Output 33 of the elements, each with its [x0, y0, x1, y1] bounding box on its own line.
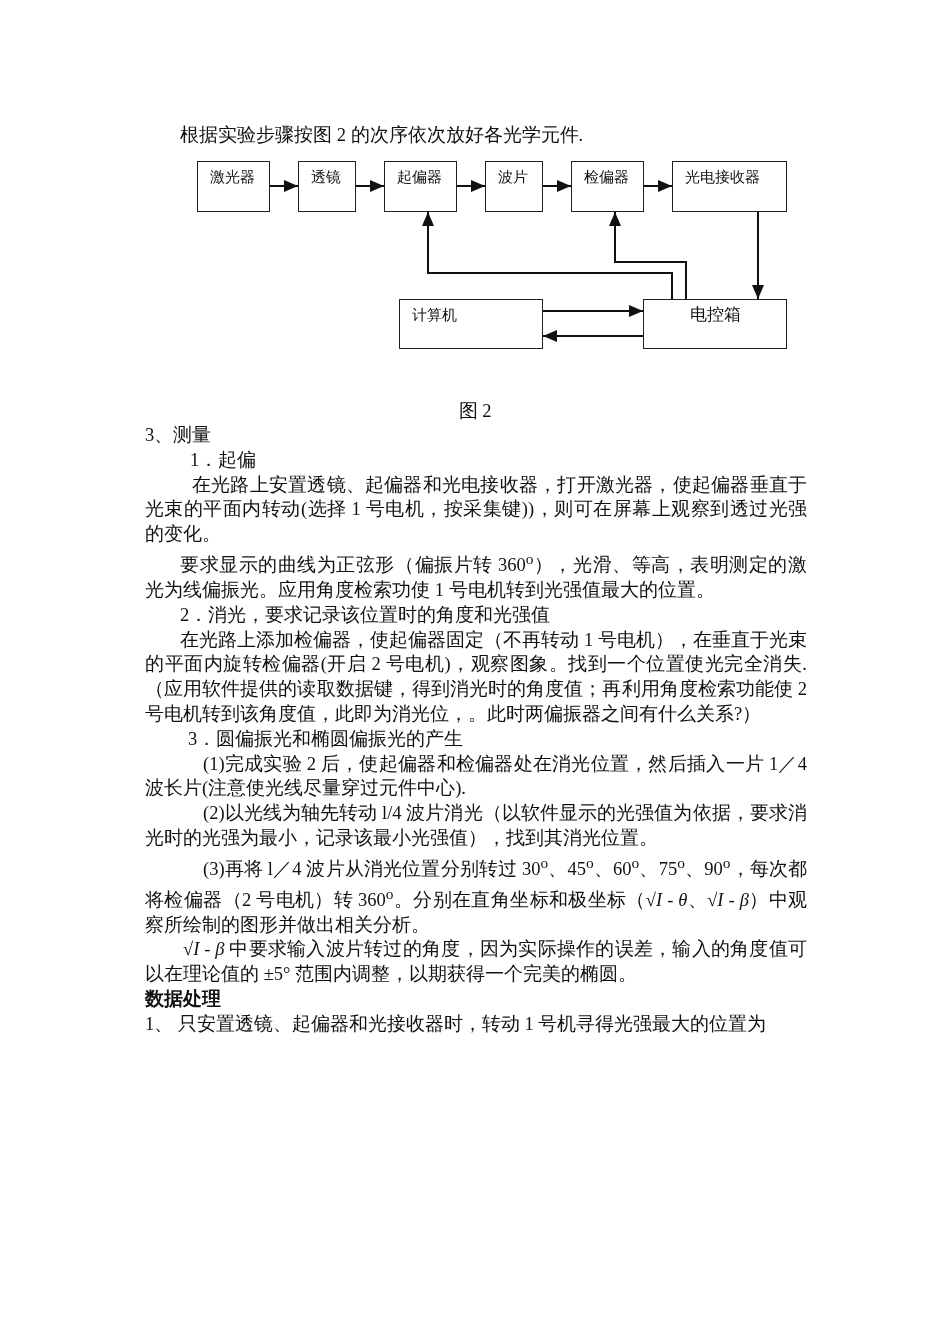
process-box: 起偏器: [384, 161, 457, 212]
arrow: [422, 211, 673, 300]
arrow: [456, 180, 486, 192]
paragraph: √I - β 中要求输入波片转过的角度，因为实际操作的误差，输入的角度值可以在理论值的 ±5° 范围内调整，以期获得一个完美的椭圆。: [145, 938, 807, 987]
process-box: 电控箱: [643, 299, 787, 349]
arrow: [355, 180, 385, 192]
process-box: 计算机: [399, 299, 543, 349]
process-box: 波片: [485, 161, 543, 212]
paragraph: 在光路上添加检偏器，使起偏器固定（不再转动 1 号电机），在垂直于光束的平面内旋转检偏器(开启 2 号电机)，观察图象。找到一个位置使光完全消失.（应用软件提供的读取数据键，得到消光时的角度值；再利用角度检索功能使 2 号电机转到该角度值，此即为消光位，。此时两偏振器之间有什么关系?）: [145, 628, 807, 726]
subsection-heading: 3．圆偏振光和椭圆偏振光的产生: [187, 727, 465, 751]
arrow: [542, 305, 644, 317]
intro-text: 根据实验步骤按图 2 的次序依次放好各光学元件.: [179, 124, 585, 147]
subsection-heading: 2．消光，要求记录该位置时的角度和光强值: [179, 603, 552, 627]
process-box: 光电接收器: [672, 161, 787, 212]
section-heading: 数据处理: [145, 988, 222, 1011]
subsection-heading: 1．起偏: [189, 448, 258, 472]
process-box: 透镜: [298, 161, 356, 212]
arrow: [752, 211, 764, 300]
arrow: [542, 330, 644, 342]
arrow: [542, 180, 572, 192]
arrow: [609, 211, 687, 300]
paragraph: (3)再将 l／4 波片从消光位置分别转过 30$^{o}$、45$^{o}$、60$^{o}$、75$^{o}$、90$^{o}$，每次都将检偏器（2 号电机）转 360$^{o}$。分别在直角坐标和极坐标（√I - θ、√I - β）中观察所绘制的图形并做出相关分析。: [145, 852, 807, 937]
paragraph: 要求显示的曲线为正弦形（偏振片转 360$^{o}$），光滑、等高，表明测定的激光为线偏振光。应用角度检索功使 1 号电机转到光强值最大的位置。: [145, 549, 807, 602]
process-box: 检偏器: [571, 161, 644, 212]
paragraph: 1、 只安置透镜、起偏器和光接收器时，转动 1 号机寻得光强最大的位置为: [145, 1012, 768, 1036]
arrow: [269, 180, 299, 192]
section-heading: 3、测量: [145, 424, 213, 447]
figure-caption: 图 2: [457, 400, 493, 423]
arrow: [643, 180, 673, 192]
paragraph: 在光路上安置透镜、起偏器和光电接收器，打开激光器，使起偏器垂直于光束的平面内转动(选择 1 号电机，按采集键))，则可在屏幕上观察到透过光强的变化。: [145, 473, 807, 547]
paragraph: (2)以光线为轴先转动 l/4 波片消光（以软件显示的光强值为依据，要求消光时的光强为最小，记录该最小光强值），找到其消光位置。: [145, 802, 807, 850]
process-box: 激光器: [197, 161, 270, 212]
paragraph: (1)完成实验 2 后，使起偏器和检偏器处在消光位置，然后插入一片 1／4 波长片(注意使光线尽量穿过元件中心).: [145, 752, 807, 801]
